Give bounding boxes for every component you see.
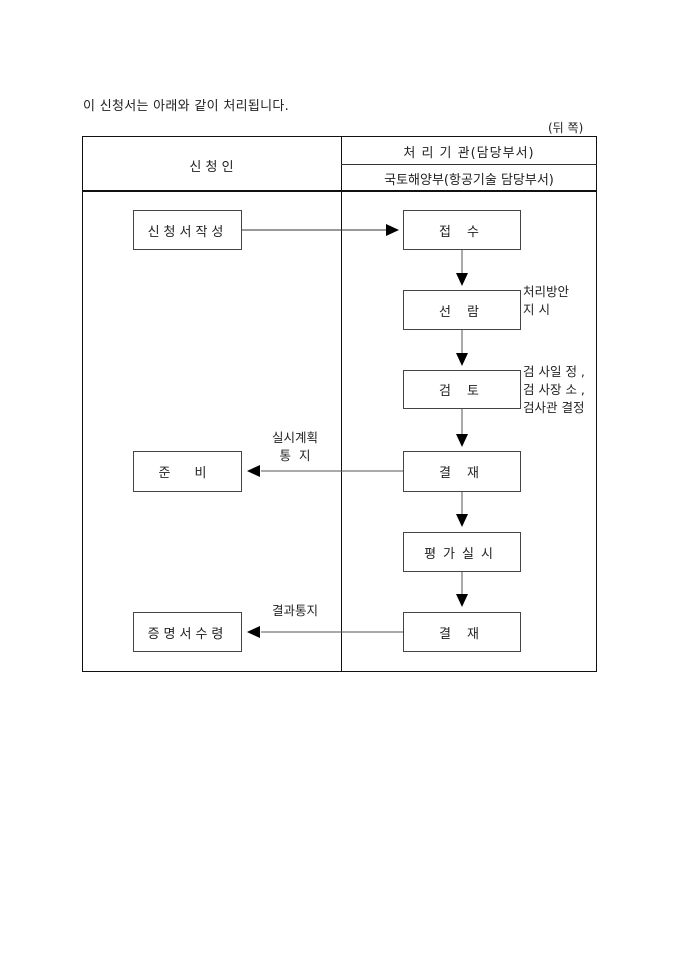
- intro-text: 이 신청서는 아래와 같이 처리됩니다.: [83, 99, 290, 114]
- agency-sub-header: 국토해양부(항공기술 담당부서): [384, 173, 554, 188]
- step-receive-certificate: 증명서수령: [133, 612, 242, 652]
- step-write-application: 신청서작성: [133, 210, 242, 250]
- process-table: [82, 136, 597, 672]
- agency-header: 처 리 기 관(담당부서): [403, 146, 535, 161]
- arrowhead-right-icon: [386, 224, 399, 236]
- page-side-label: (뒤 쪽): [548, 121, 584, 135]
- arrowhead-left-icon: [247, 465, 260, 477]
- arrowhead-down-icon: [456, 353, 468, 366]
- arrowhead-down-icon: [456, 594, 468, 607]
- note-plan-notice: 실시계획 통 지: [272, 430, 319, 463]
- arrowhead-down-icon: [456, 514, 468, 527]
- arrowhead-down-icon: [456, 273, 468, 286]
- step-examination: 검 토: [403, 370, 521, 409]
- step-prepare: 준 비: [133, 451, 242, 492]
- note-review-direction: 처리방안 지 시: [523, 284, 570, 317]
- step-approval: 결 재: [403, 451, 521, 492]
- arrowhead-down-icon: [456, 434, 468, 447]
- step-final-approval: 결 재: [403, 612, 521, 652]
- step-evaluation: 평가실시: [403, 532, 521, 572]
- step-receipt: 접 수: [403, 210, 521, 250]
- step-review-circulation: 선 람: [403, 290, 521, 330]
- arrowhead-left-icon: [247, 626, 260, 638]
- column-divider: [341, 136, 342, 672]
- applicant-header: 신 청 인: [189, 160, 234, 175]
- agency-header-divider: [341, 164, 597, 165]
- header-divider: [82, 190, 597, 192]
- note-inspection: 검 사일 정 , 검 사장 소 , 검사관 결정: [523, 364, 585, 415]
- note-result-notice: 결과통지: [272, 603, 319, 618]
